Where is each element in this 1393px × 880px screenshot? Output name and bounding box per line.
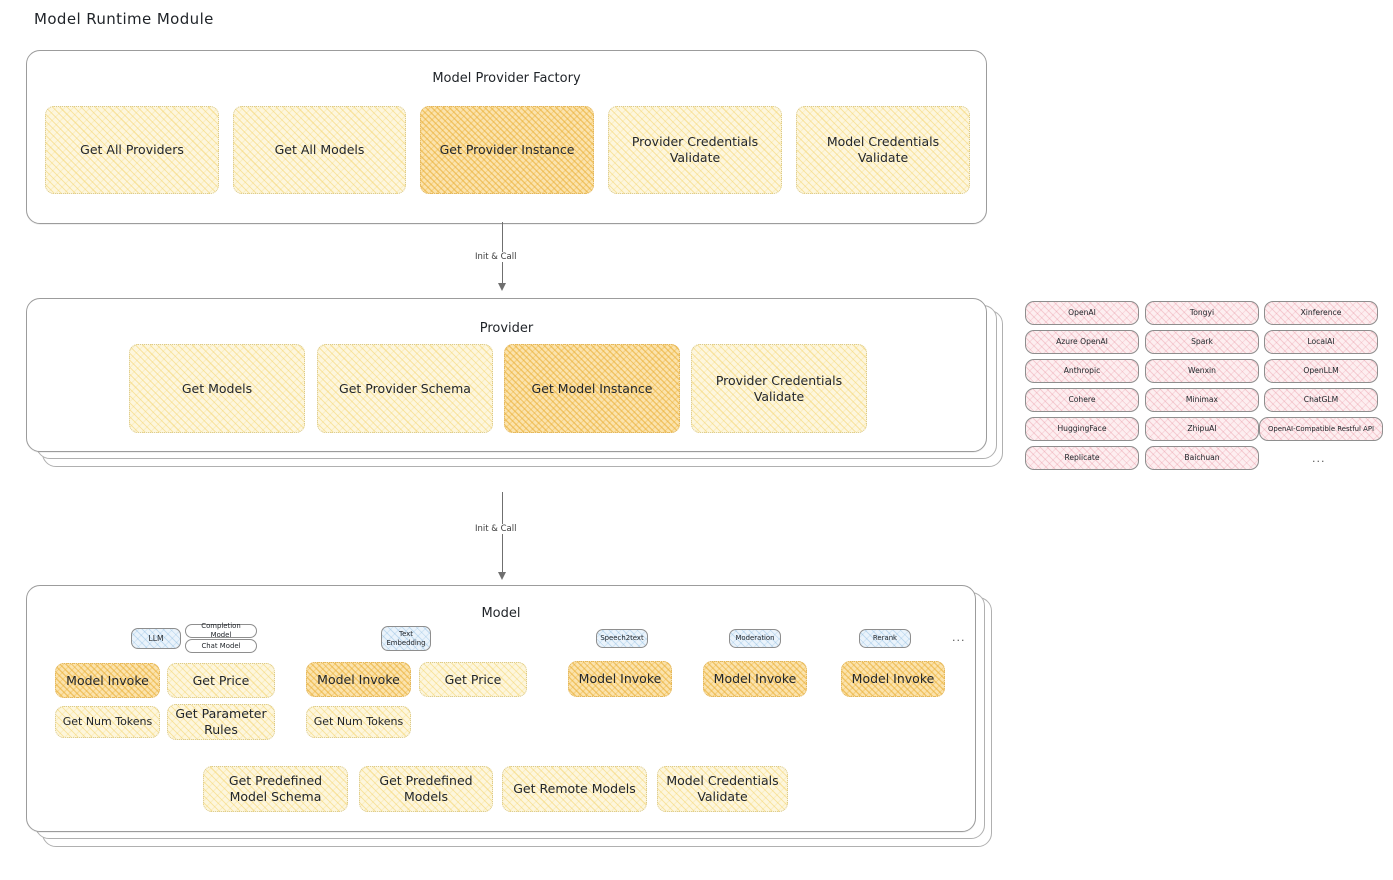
node-get-provider-instance[interactable]: Get Provider Instance	[420, 106, 594, 194]
provider-chip-openai[interactable]: OpenAI	[1025, 301, 1139, 325]
node-llm-model-invoke[interactable]: Model Invoke	[55, 663, 160, 698]
node-model-credentials-validate-2[interactable]: Model Credentials Validate	[657, 766, 788, 812]
arrow-provider-to-model-label: Init & Call	[472, 524, 520, 534]
node-get-predefined-models[interactable]: Get Predefined Models	[359, 766, 493, 812]
model-types-ellipsis: ...	[952, 631, 966, 644]
node-get-models[interactable]: Get Models	[129, 344, 305, 433]
node-get-predefined-model-schema[interactable]: Get Predefined Model Schema	[203, 766, 348, 812]
provider-chip-tongyi[interactable]: Tongyi	[1145, 301, 1259, 325]
arrow-factory-to-provider-label: Init & Call	[472, 252, 520, 262]
node-provider-credentials-validate[interactable]: Provider Credentials Validate	[608, 106, 782, 194]
provider-chip-azure-openai[interactable]: Azure OpenAI	[1025, 330, 1139, 354]
node-get-all-providers[interactable]: Get All Providers	[45, 106, 219, 194]
model-type-llm[interactable]: LLM	[131, 628, 181, 649]
page-title: Model Runtime Module	[34, 10, 214, 28]
model-sublabel-completion-model[interactable]: Completion Model	[185, 622, 257, 639]
provider-chip-spark[interactable]: Spark	[1145, 330, 1259, 354]
model-type-text-embedding[interactable]: Text Embedding	[381, 626, 431, 651]
provider-chip-cohere[interactable]: Cohere	[1025, 388, 1139, 412]
arrow-factory-to-provider-head	[497, 283, 506, 291]
provider-chip-localai[interactable]: LocalAI	[1264, 330, 1378, 354]
arrow-provider-to-model-head	[497, 572, 506, 580]
provider-chip-minimax[interactable]: Minimax	[1145, 388, 1259, 412]
provider-title: Provider	[479, 321, 534, 336]
node-speech2text-model-invoke[interactable]: Model Invoke	[568, 661, 672, 697]
model-type-speech2text[interactable]: Speech2text	[596, 629, 648, 648]
model-title: Model	[481, 606, 521, 621]
provider-chip-openai-compatible-restful-api[interactable]: OpenAI-Compatible Restful API	[1259, 417, 1383, 441]
model-sublabel-chat-model[interactable]: Chat Model	[185, 639, 257, 653]
node-get-remote-models[interactable]: Get Remote Models	[502, 766, 647, 812]
node-model-credentials-validate[interactable]: Model Credentials Validate	[796, 106, 970, 194]
provider-chip-openllm[interactable]: OpenLLM	[1264, 359, 1378, 383]
provider-chip-wenxin[interactable]: Wenxin	[1145, 359, 1259, 383]
provider-chip-baichuan[interactable]: Baichuan	[1145, 446, 1259, 470]
node-text-embedding-get-price[interactable]: Get Price	[419, 662, 527, 697]
provider-chip-replicate[interactable]: Replicate	[1025, 446, 1139, 470]
provider-list-ellipsis: ...	[1312, 452, 1326, 465]
node-text-embedding-model-invoke[interactable]: Model Invoke	[306, 662, 411, 697]
provider-chip-chatglm[interactable]: ChatGLM	[1264, 388, 1378, 412]
provider-chip-huggingface[interactable]: HuggingFace	[1025, 417, 1139, 441]
node-rerank-model-invoke[interactable]: Model Invoke	[841, 661, 945, 697]
node-provider-credentials-validate-2[interactable]: Provider Credentials Validate	[691, 344, 867, 433]
node-text-embedding-get-num-tokens[interactable]: Get Num Tokens	[306, 706, 411, 738]
model-type-rerank[interactable]: Rerank	[859, 629, 911, 648]
arrow-provider-to-model-line	[502, 492, 503, 578]
model-type-moderation[interactable]: Moderation	[729, 629, 781, 648]
node-moderation-model-invoke[interactable]: Model Invoke	[703, 661, 807, 697]
node-llm-get-price[interactable]: Get Price	[167, 663, 275, 698]
node-llm-get-parameter-rules[interactable]: Get Parameter Rules	[167, 704, 275, 740]
provider-chip-anthropic[interactable]: Anthropic	[1025, 359, 1139, 383]
model-provider-factory-title: Model Provider Factory	[432, 71, 581, 86]
provider-chip-zhipuai[interactable]: ZhipuAI	[1145, 417, 1259, 441]
node-llm-get-num-tokens[interactable]: Get Num Tokens	[55, 706, 160, 738]
node-get-provider-schema[interactable]: Get Provider Schema	[317, 344, 493, 433]
node-get-model-instance[interactable]: Get Model Instance	[504, 344, 680, 433]
provider-chip-xinference[interactable]: Xinference	[1264, 301, 1378, 325]
node-get-all-models[interactable]: Get All Models	[233, 106, 406, 194]
